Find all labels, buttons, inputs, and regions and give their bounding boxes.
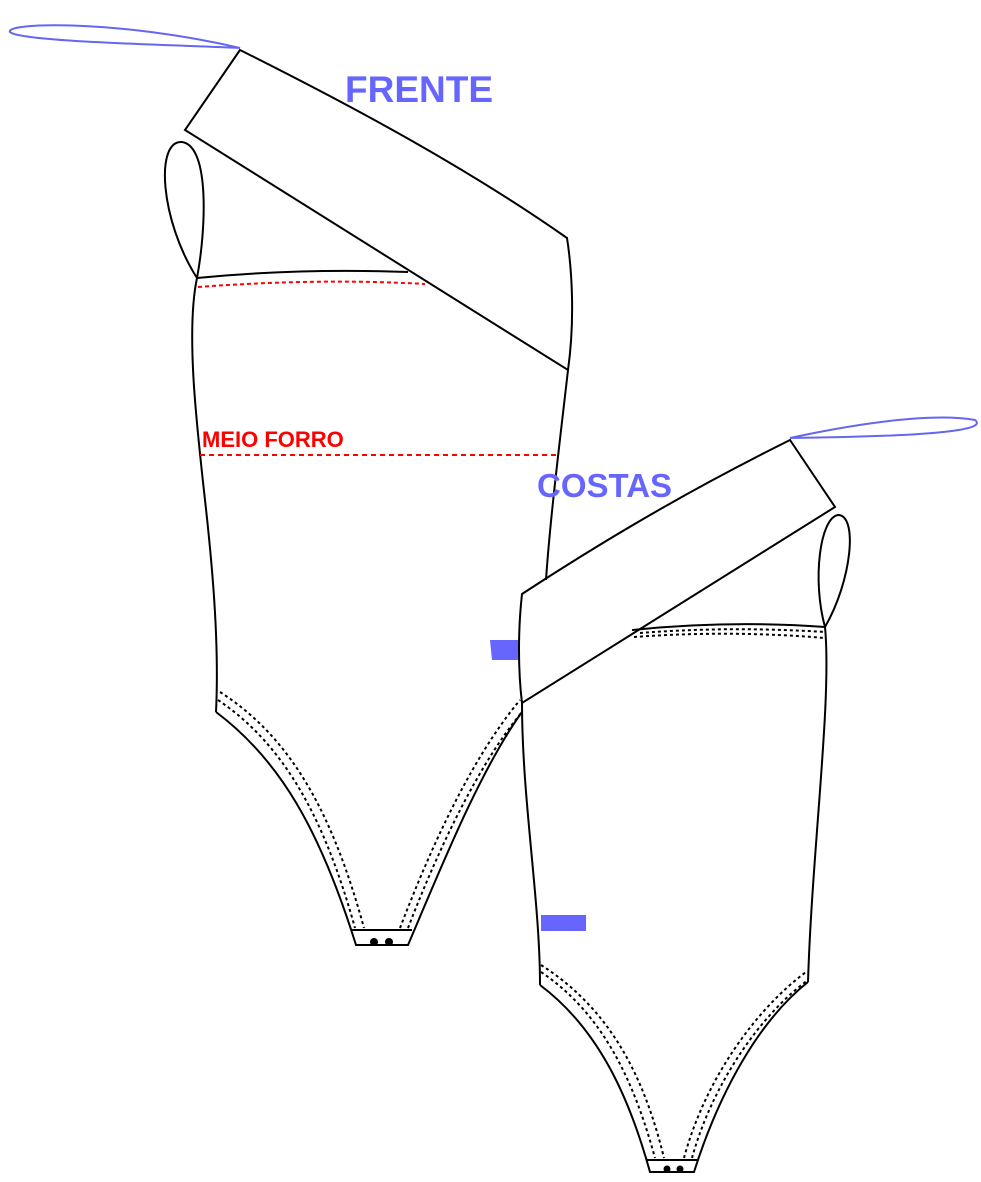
snap-button (663, 1165, 671, 1173)
front-label: FRENTE (345, 69, 493, 110)
back-armhole-loop (817, 513, 851, 628)
back-left-side (521, 702, 541, 986)
front-leg-stitch-right-1 (399, 699, 521, 929)
back-right-side (807, 626, 828, 983)
back-leg-opening (539, 981, 809, 1173)
back-body (522, 594, 826, 1172)
half-lining-label: MEIO FORRO (202, 427, 344, 452)
front-neckline (196, 269, 409, 279)
front-view: MEIO FORRO FRENTE (8, 24, 574, 946)
front-armhole-loop (163, 140, 205, 279)
back-view: COSTAS (490, 416, 978, 1173)
back-neckline-stitch-1 (639, 628, 826, 634)
back-strap-loop (789, 416, 978, 439)
back-leg-stitch-right-2 (691, 979, 809, 1159)
snap-button (676, 1165, 684, 1173)
front-lining-top-line (197, 280, 426, 288)
snap-button (385, 938, 393, 946)
back-neckline (631, 623, 826, 631)
label-tag-marker (490, 640, 518, 660)
front-leg-stitch-right-2 (407, 711, 523, 929)
back-label: COSTAS (537, 467, 672, 504)
back-leg-stitch-right-1 (683, 971, 807, 1159)
back-neckline-stitch-2 (633, 632, 826, 639)
front-band (183, 48, 574, 372)
back-band (518, 438, 837, 705)
front-right-side (545, 369, 569, 581)
front-strap-loop (8, 24, 241, 49)
back-leg-stitch-left-1 (540, 971, 656, 1159)
front-leg-stitch-left-1 (217, 699, 356, 929)
front-leg-stitch-left-2 (219, 691, 365, 929)
label-tag-marker (541, 915, 586, 931)
snap-button (370, 938, 378, 946)
front-left-side (191, 277, 218, 713)
front-leg-opening (215, 711, 523, 946)
back-leg-stitch-left-2 (540, 964, 665, 1159)
